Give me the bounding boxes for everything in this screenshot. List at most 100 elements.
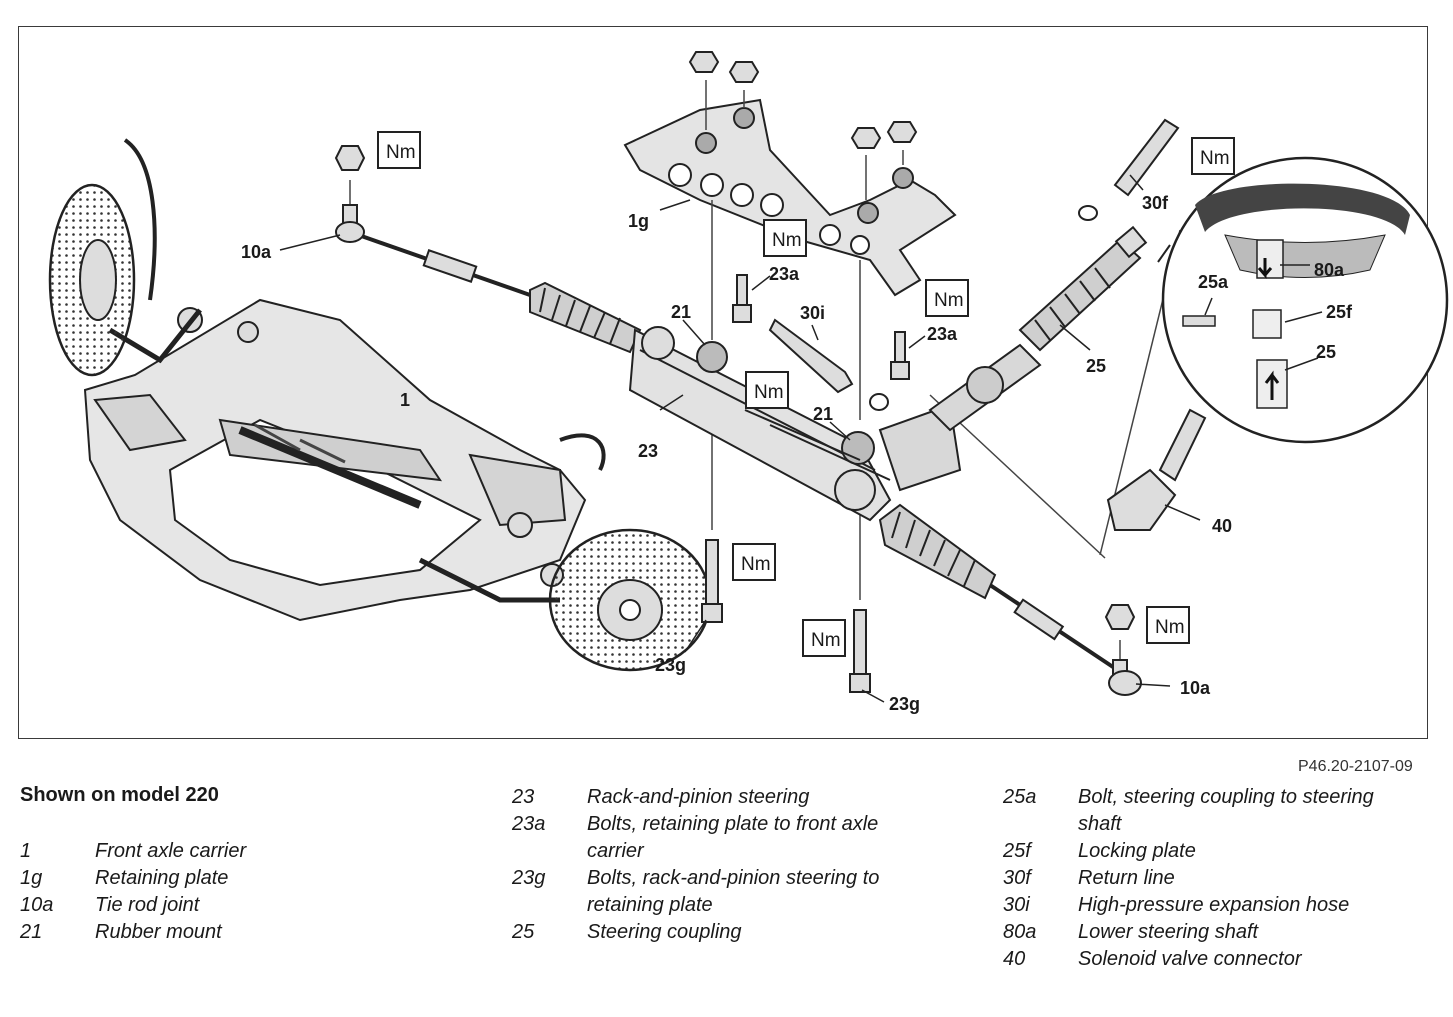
legend-code: 10a: [20, 894, 54, 916]
legend-item: 1g Retaining plate: [20, 865, 440, 892]
legend-title: Shown on model 220: [20, 784, 219, 806]
legend-item: 30i High-pressure expansion hose: [1003, 892, 1423, 919]
svg-text:Nm: Nm: [754, 382, 784, 403]
legend-column-2: 23 Rack-and-pinion steering 23a Bolts, r…: [512, 784, 932, 946]
torque-box: Nm: [732, 543, 776, 581]
svg-text:Nm: Nm: [386, 142, 416, 163]
legend-item: 25a Bolt, steering coupling to steering …: [1003, 784, 1423, 838]
callout-25a: 25a: [1198, 272, 1229, 292]
legend-text: Tie rod joint: [95, 894, 200, 916]
svg-text:Nm: Nm: [772, 230, 802, 251]
callout-80a: 80a: [1314, 260, 1345, 280]
legend-item: 1 Front axle carrier: [20, 838, 440, 865]
legend-code: 1g: [20, 867, 43, 889]
legend-text: Rack-and-pinion steering: [587, 786, 810, 808]
front-axle-carrier: [83, 138, 606, 622]
svg-text:Nm: Nm: [1155, 617, 1185, 638]
torque-box: Nm: [377, 131, 421, 169]
callout-30f: 30f: [1142, 193, 1169, 213]
svg-text:Nm: Nm: [934, 290, 964, 311]
left-bellows-boot: [529, 281, 642, 354]
bolt-23a-right: [890, 331, 910, 380]
legend-text: High-pressure expansion hose: [1078, 894, 1350, 916]
callout-21-top: 21: [671, 302, 691, 322]
callout-leaders: [279, 174, 1323, 703]
callout-23g-right: 23g: [889, 694, 920, 714]
legend-text: Rubber mount: [95, 921, 222, 943]
legend-item: 80a Lower steering shaft: [1003, 919, 1423, 946]
solenoid-valve-connector: [1106, 408, 1207, 531]
retaining-plate: [623, 98, 957, 297]
legend-item: 23g Bolts, rack-and-pinion steering to r…: [512, 865, 932, 919]
legend-code: 23g: [512, 867, 546, 889]
steering-coupling: [928, 225, 1148, 432]
svg-text:Nm: Nm: [741, 554, 771, 575]
bolt-23a-left: [732, 274, 752, 323]
high-pressure-hose: [768, 318, 889, 411]
legend-code: 1: [20, 840, 32, 862]
retaining-plate-nuts: [688, 51, 918, 149]
legend-item: 21 Rubber mount: [20, 919, 440, 946]
legend-code: 25f: [1003, 840, 1031, 862]
callout-23: 23: [638, 441, 658, 461]
legend-code: 40: [1003, 948, 1026, 970]
steering-exploded-diagram: Nm Nm Nm Nm Nm Nm Nm Nm: [48, 51, 1449, 714]
callout-10a-right: 10a: [1180, 678, 1211, 698]
legend-code: 80a: [1003, 921, 1037, 943]
callout-30i: 30i: [800, 303, 825, 323]
callout-25f: 25f: [1326, 302, 1353, 322]
legend-code: 25a: [1003, 786, 1037, 808]
legend-text: Front axle carrier: [95, 840, 247, 862]
callout-21-mid: 21: [813, 404, 833, 424]
legend-code: 30i: [1003, 894, 1030, 916]
tie-rod-joint-left: [334, 145, 366, 243]
bolt-23g-left: [701, 539, 723, 623]
legend-text: Locking plate: [1078, 840, 1196, 862]
legend-text: Retaining plate: [95, 867, 229, 889]
torque-box: Nm: [763, 219, 807, 257]
torque-box: Nm: [1146, 606, 1190, 644]
callout-25-inset: 25: [1316, 342, 1336, 362]
callout-10a-left: 10a: [241, 242, 272, 262]
right-bellows-boot: [878, 503, 997, 600]
callout-1: 1: [400, 390, 410, 410]
callout-23a-right: 23a: [927, 324, 958, 344]
torque-box: Nm: [745, 371, 789, 409]
legend-text: Lower steering shaft: [1078, 921, 1259, 943]
torque-box: Nm: [925, 279, 969, 317]
legend-item: 23 Rack-and-pinion steering: [512, 784, 932, 811]
callout-23a-left: 23a: [769, 264, 800, 284]
callout-23g-left: 23g: [655, 655, 686, 675]
legend-item: 25f Locking plate: [1003, 838, 1423, 865]
left-brake-disc: [48, 183, 136, 377]
legend-column-3: 25a Bolt, steering coupling to steering …: [1003, 784, 1423, 973]
legend-text: Return line: [1078, 867, 1175, 889]
callout-40: 40: [1212, 516, 1232, 536]
legend-column-1: 1 Front axle carrier 1g Retaining plate …: [20, 838, 440, 946]
legend-text: Solenoid valve connector: [1078, 948, 1302, 970]
bolt-23g-right: [849, 609, 871, 693]
callout-25: 25: [1086, 356, 1106, 376]
legend-text: Steering coupling: [587, 921, 742, 943]
legend-item: 25 Steering coupling: [512, 919, 932, 946]
legend-text: Bolt, steering coupling to steering shaf…: [1078, 786, 1374, 835]
figure-reference-code: P46.20-2107-09: [1298, 758, 1413, 775]
legend-item: 40 Solenoid valve connector: [1003, 946, 1423, 973]
legend-text: Bolts, retaining plate to front axle car…: [587, 813, 879, 862]
legend-code: 25: [512, 921, 535, 943]
legend-text: Bolts, rack-and-pinion steering to retai…: [587, 867, 880, 916]
legend-code: 23: [512, 786, 535, 808]
callout-1g: 1g: [628, 211, 649, 231]
legend-item: 23a Bolts, retaining plate to front axle…: [512, 811, 932, 865]
tie-rod-joint-right: [1104, 604, 1142, 696]
rack-and-pinion-steering: [349, 230, 1127, 677]
coupling-detail-inset: [1157, 156, 1449, 444]
legend-item: 10a Tie rod joint: [20, 892, 440, 919]
legend-code: 23a: [512, 813, 546, 835]
svg-text:Nm: Nm: [1200, 148, 1230, 169]
svg-text:Nm: Nm: [811, 630, 841, 651]
legend-code: 21: [20, 921, 43, 943]
torque-box: Nm: [1191, 137, 1235, 175]
right-brake-disc: [548, 528, 712, 672]
torque-box: Nm: [802, 619, 846, 657]
